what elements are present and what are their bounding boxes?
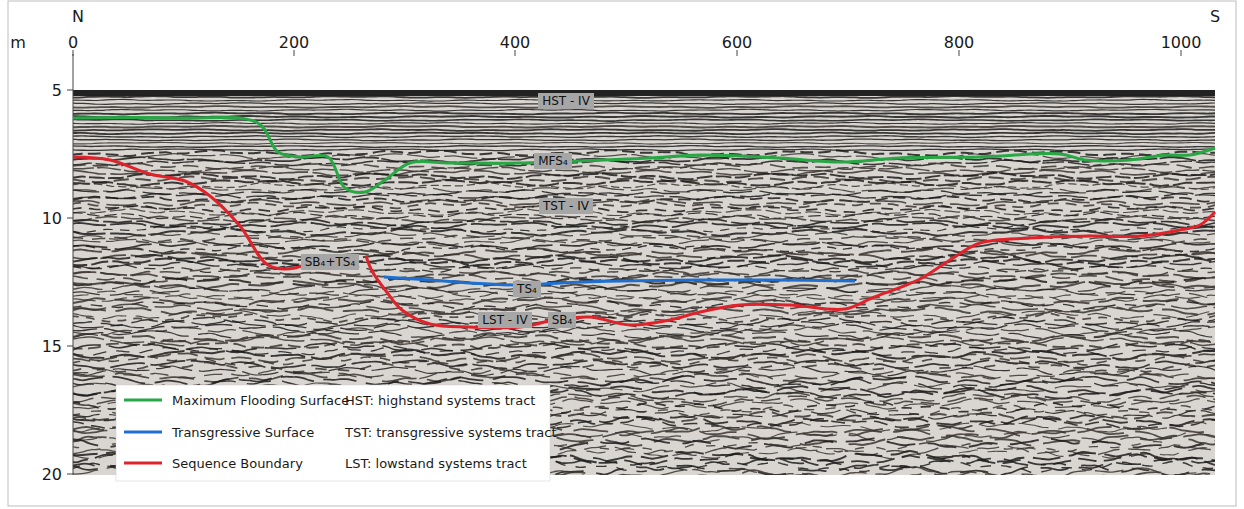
axis-label: m bbox=[10, 33, 26, 52]
horizon-label-box: TST - IV bbox=[539, 198, 593, 214]
reflector bbox=[73, 281, 1215, 290]
horizon-label-box: LST - IV bbox=[478, 312, 531, 328]
reflector bbox=[73, 180, 1215, 186]
reflector bbox=[73, 209, 1215, 216]
reflector bbox=[73, 126, 1215, 128]
reflector bbox=[73, 160, 1215, 166]
horizon-label: SB₄+TS₄ bbox=[305, 255, 355, 269]
reflector bbox=[73, 362, 1215, 372]
legend-label: Maximum Flooding Surface bbox=[172, 393, 349, 408]
reflector bbox=[73, 132, 1215, 134]
legend-sample bbox=[124, 431, 162, 434]
tick bbox=[67, 218, 73, 219]
legend-label: Sequence Boundary bbox=[172, 456, 303, 471]
seafloor-band bbox=[73, 90, 1215, 96]
axis-label: 1000 bbox=[1161, 33, 1202, 52]
reflector bbox=[73, 366, 1215, 376]
legend-lines bbox=[124, 400, 162, 463]
reflector bbox=[73, 261, 1215, 269]
reflector bbox=[73, 252, 1215, 260]
horizon-label-box: TS₄ bbox=[513, 281, 541, 297]
axis-label: S bbox=[1210, 7, 1220, 26]
axis-label: 0 bbox=[68, 33, 78, 52]
horizon-label-box: HST - IV bbox=[538, 93, 594, 109]
tick bbox=[67, 346, 73, 347]
horizon-line bbox=[73, 117, 1215, 192]
figure-frame bbox=[8, 1, 1236, 506]
axis-label: 200 bbox=[279, 33, 310, 52]
horizon-label-box: SB₄ bbox=[548, 312, 577, 328]
legend-label: Transgressive Surface bbox=[172, 425, 314, 440]
tick bbox=[67, 90, 73, 91]
reflector bbox=[73, 96, 1215, 98]
axis-label: 400 bbox=[500, 33, 531, 52]
reflector bbox=[73, 327, 1215, 336]
legend-sample bbox=[124, 399, 162, 402]
reflector bbox=[73, 142, 1215, 144]
legend-note: HST: highstand systems tract bbox=[345, 393, 535, 408]
legend-note: LST: lowstand systems tract bbox=[345, 456, 527, 471]
axis-label: N bbox=[72, 7, 84, 26]
reflector bbox=[73, 222, 1215, 229]
axis-label: 5 bbox=[52, 81, 62, 100]
reflector bbox=[73, 294, 1215, 303]
axis-label: 600 bbox=[722, 33, 753, 52]
reflector bbox=[73, 297, 1215, 305]
legend-note: TST: transgressive systems tract bbox=[345, 425, 557, 440]
axis-label: 15 bbox=[42, 337, 62, 356]
axis-label: 20 bbox=[42, 465, 62, 484]
horizon-label: TST - IV bbox=[543, 199, 589, 213]
horizon-label: LST - IV bbox=[482, 313, 527, 327]
reflector bbox=[73, 287, 1215, 295]
reflector bbox=[73, 202, 1215, 209]
reflector bbox=[73, 99, 1215, 101]
horizon-line bbox=[73, 157, 316, 269]
reflector bbox=[73, 255, 1215, 263]
reflector bbox=[73, 139, 1215, 141]
reflector bbox=[73, 284, 1215, 292]
reflector bbox=[73, 163, 1215, 169]
reflector bbox=[73, 129, 1215, 131]
reflector bbox=[73, 193, 1215, 199]
legend-sample bbox=[124, 462, 162, 465]
horizon-line bbox=[384, 277, 855, 285]
reflector bbox=[73, 360, 1215, 369]
axis-label: 10 bbox=[42, 209, 62, 228]
horizons bbox=[73, 117, 1215, 327]
reflector bbox=[73, 123, 1215, 125]
horizon-label: HST - IV bbox=[542, 94, 590, 108]
reflector bbox=[73, 189, 1215, 196]
seismic-reflectors bbox=[73, 90, 1215, 475]
reflector bbox=[73, 149, 1215, 151]
reflector bbox=[73, 136, 1215, 138]
reflector bbox=[73, 369, 1215, 379]
reflector bbox=[73, 239, 1215, 246]
reflector bbox=[73, 340, 1215, 349]
reflector bbox=[73, 212, 1215, 219]
axis-label: 800 bbox=[944, 33, 975, 52]
reflector bbox=[73, 113, 1215, 115]
horizon-label: MFS₄ bbox=[538, 154, 567, 168]
horizon-label-box: MFS₄ bbox=[534, 153, 571, 169]
reflector bbox=[73, 300, 1215, 309]
horizon-label: TS₄ bbox=[517, 282, 537, 296]
horizon-label-box: SB₄+TS₄ bbox=[301, 254, 359, 270]
horizon-line bbox=[366, 212, 1215, 328]
reflector bbox=[73, 109, 1215, 111]
reflector bbox=[73, 106, 1215, 108]
reflector bbox=[73, 103, 1215, 105]
reflector bbox=[73, 206, 1215, 213]
reflector bbox=[73, 278, 1215, 286]
horizon-label: SB₄ bbox=[552, 313, 573, 327]
reflector bbox=[73, 146, 1215, 148]
reflector bbox=[73, 186, 1215, 193]
reflector bbox=[73, 376, 1215, 386]
tick bbox=[67, 474, 73, 475]
